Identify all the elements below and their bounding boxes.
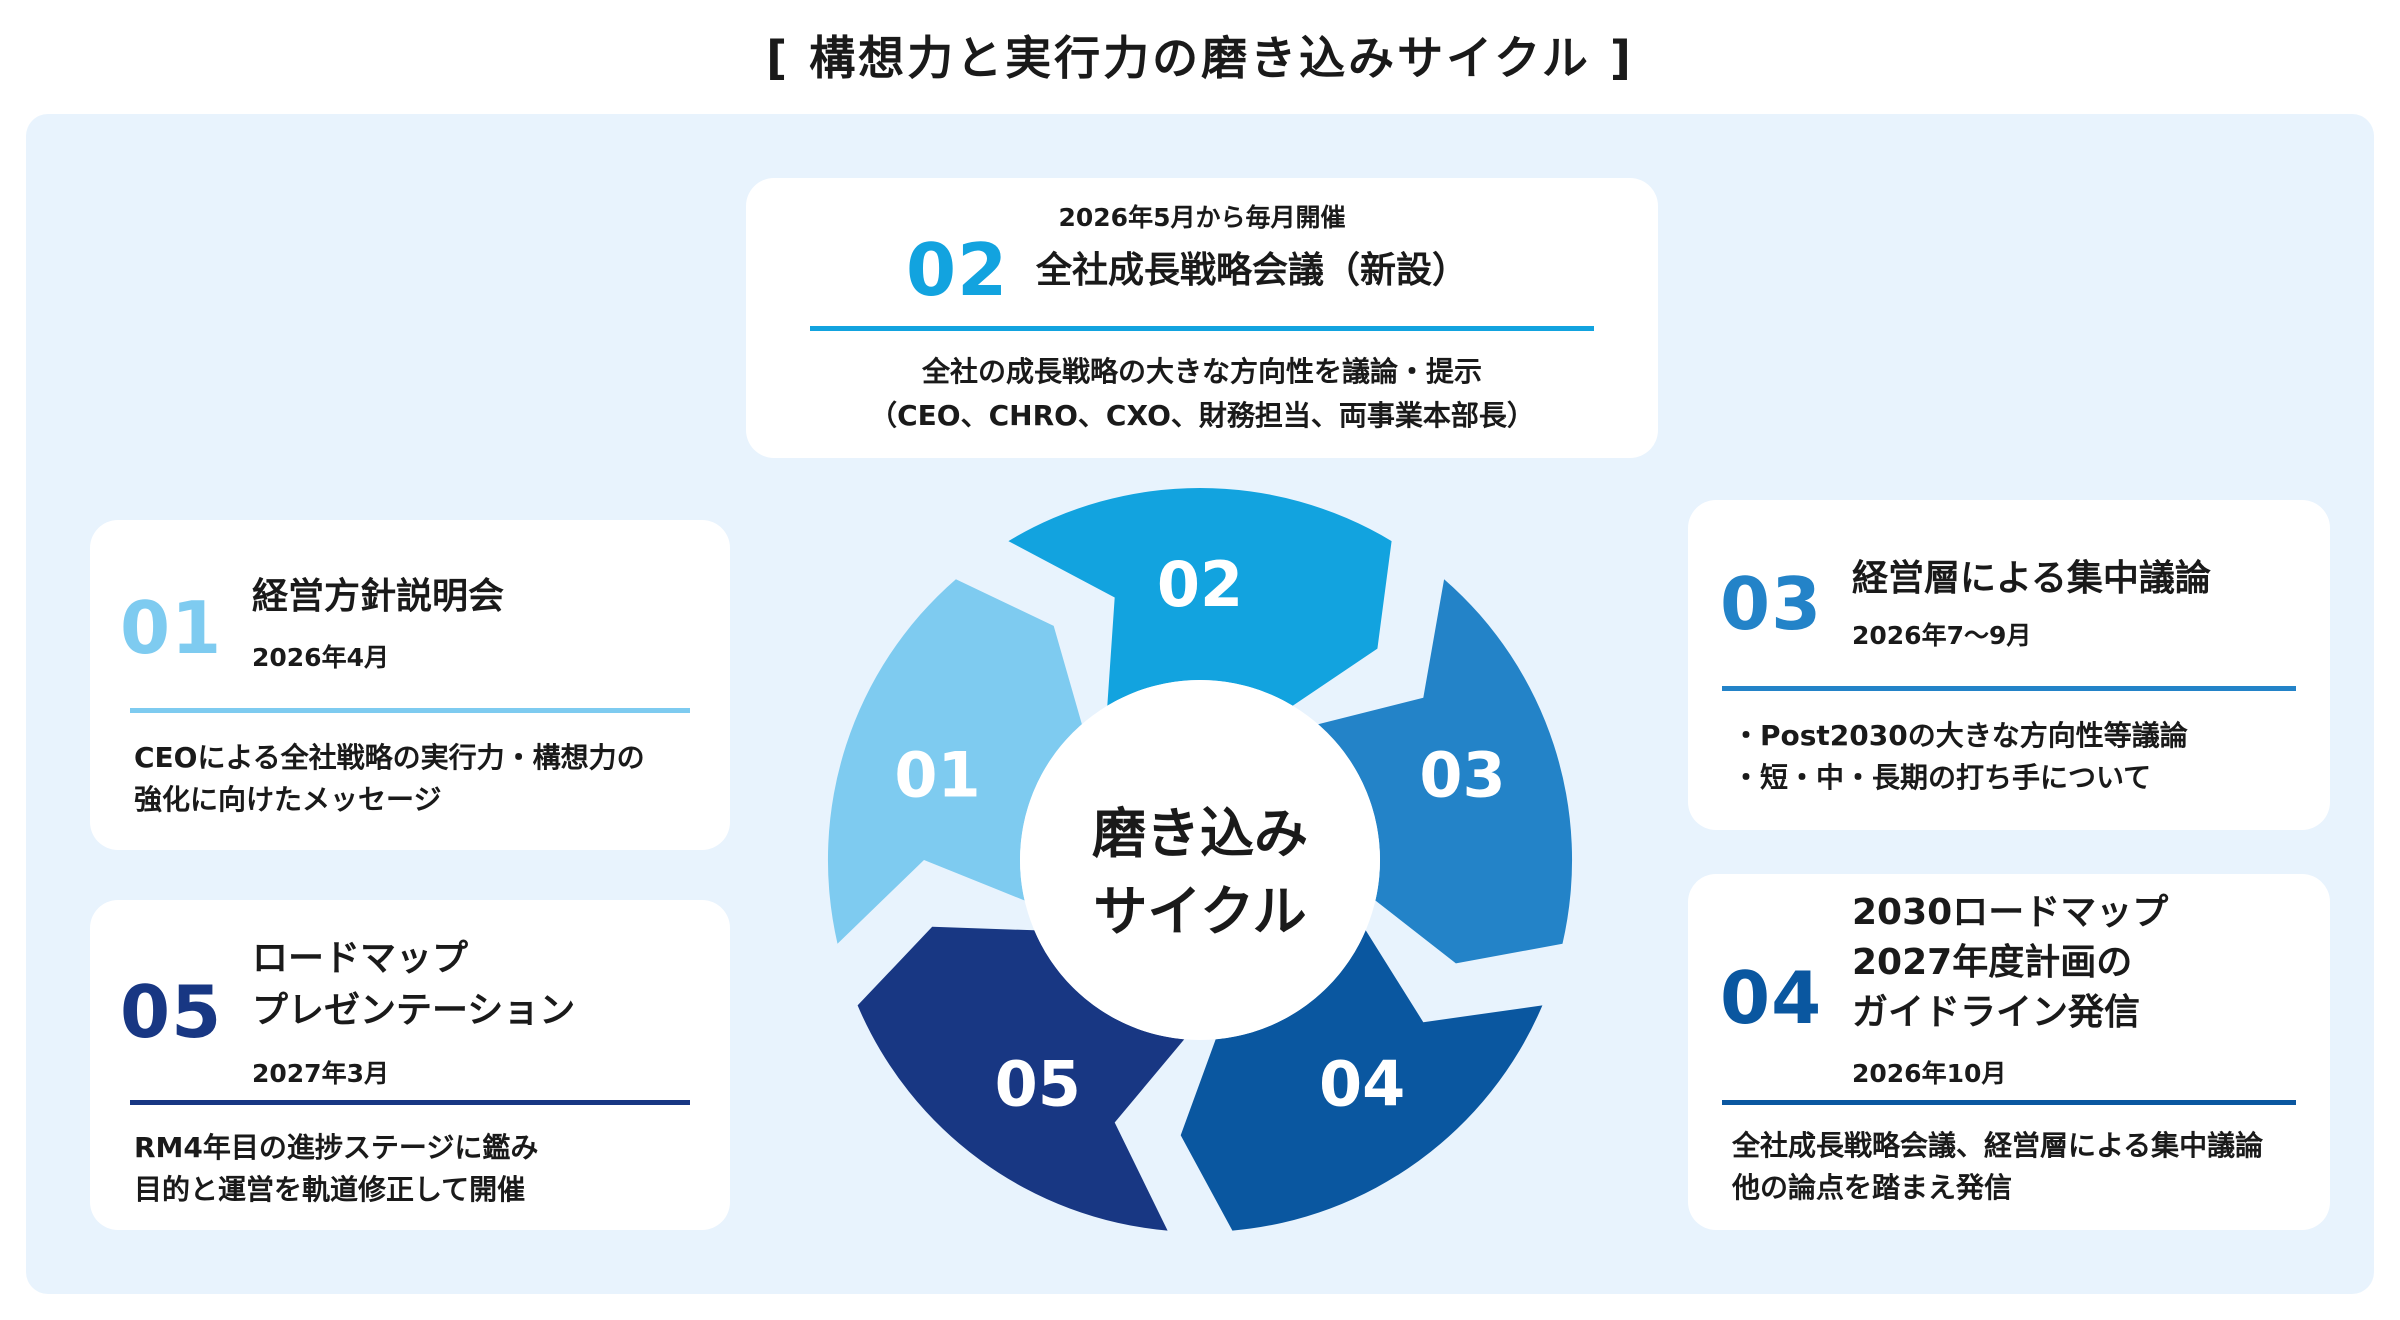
card-step-04: 04 2030ロードマップ 2027年度計画の ガイドライン発信 2026年10… <box>1688 874 2330 1230</box>
card-02-divider <box>810 326 1594 331</box>
card-05-desc-line1: RM4年目の進捗ステージに鑑み <box>134 1131 539 1164</box>
card-02-desc-line1: 全社の成長戦略の大きな方向性を議論・提示 <box>921 355 1482 388</box>
card-step-05: 05 ロードマップ プレゼンテーション 2027年3月 RM4年目の進捗ステージ… <box>90 900 730 1230</box>
card-05-title-line2: プレゼンテーション <box>252 990 576 1031</box>
cycle-segment-04 <box>1180 930 1543 1231</box>
card-04-title-line2: 2027年度計画の <box>1852 942 2133 983</box>
card-01-date: 2026年4月 <box>252 643 389 672</box>
card-01-divider <box>130 708 690 713</box>
cycle-wheel: 01 02 03 04 05 磨き込み サイクル <box>827 487 1573 1231</box>
card-01-number: 01 <box>120 586 223 670</box>
cycle-segment-label-02: 02 <box>1157 548 1243 621</box>
card-04-title-line3: ガイドライン発信 <box>1852 992 2141 1033</box>
card-02-desc-line2: （CEO、CHRO、CXO、財務担当、両事業本部長） <box>869 399 1535 432</box>
card-02-date: 2026年5月から毎月開催 <box>1058 203 1346 232</box>
card-01-desc-line2: 強化に向けたメッセージ <box>134 783 442 816</box>
card-04-date: 2026年10月 <box>1852 1059 2007 1088</box>
card-01-desc-line1: CEOによる全社戦略の実行力・構想力の <box>134 741 645 774</box>
cycle-segment-label-05: 05 <box>995 1047 1081 1120</box>
card-05-title-line1: ロードマップ <box>252 938 469 979</box>
card-05-number: 05 <box>120 970 223 1054</box>
card-03-divider <box>1722 686 2296 691</box>
card-04-desc-line1: 全社成長戦略会議、経営層による集中議論 <box>1732 1129 2264 1162</box>
card-04-title-line1: 2030ロードマップ <box>1852 892 2169 933</box>
cycle-center-label-line2: サイクル <box>1093 880 1306 943</box>
cycle-segment-label-01: 01 <box>894 739 980 812</box>
cycle-center-circle <box>1020 680 1380 1040</box>
card-04-desc-line2: 他の論点を踏まえ発信 <box>1732 1171 2013 1204</box>
cycle-segment-02 <box>1008 487 1392 706</box>
card-03-title: 経営層による集中議論 <box>1852 558 2211 599</box>
card-step-02: 2026年5月から毎月開催 02 全社成長戦略会議（新設） 全社の成長戦略の大き… <box>746 178 1658 458</box>
cycle-segment-01 <box>827 579 1082 944</box>
card-04-divider <box>1722 1100 2296 1105</box>
card-05-date: 2027年3月 <box>252 1059 389 1088</box>
cycle-segment-05 <box>857 926 1185 1231</box>
card-03-date: 2026年7～9月 <box>1852 621 2032 650</box>
card-04-number: 04 <box>1720 956 1823 1040</box>
card-02-title: 全社成長戦略会議（新設） <box>1036 250 1469 291</box>
card-03-desc-line1: ・Post2030の大きな方向性等議論 <box>1732 719 2188 752</box>
card-step-01: 01 経営方針説明会 2026年4月 CEOによる全社戦略の実行力・構想力の 強… <box>90 520 730 850</box>
page-title: [ 構想力と実行力の磨き込みサイクル ] <box>766 31 1634 85</box>
cycle-segment-03 <box>1318 579 1573 964</box>
cycle-center-label-line1: 磨き込み <box>1092 802 1308 865</box>
cycle-segment-label-03: 03 <box>1419 739 1505 812</box>
card-03-number: 03 <box>1720 562 1823 646</box>
card-03-desc-line2: ・短・中・長期の打ち手について <box>1732 761 2152 794</box>
card-step-03: 03 経営層による集中議論 2026年7～9月 ・Post2030の大きな方向性… <box>1688 500 2330 830</box>
cycle-segment-label-04: 04 <box>1319 1047 1405 1120</box>
card-01-title: 経営方針説明会 <box>252 576 505 617</box>
card-05-divider <box>130 1100 690 1105</box>
card-02-number: 02 <box>906 228 1009 312</box>
card-05-desc-line2: 目的と運営を軌道修正して開催 <box>134 1173 526 1206</box>
